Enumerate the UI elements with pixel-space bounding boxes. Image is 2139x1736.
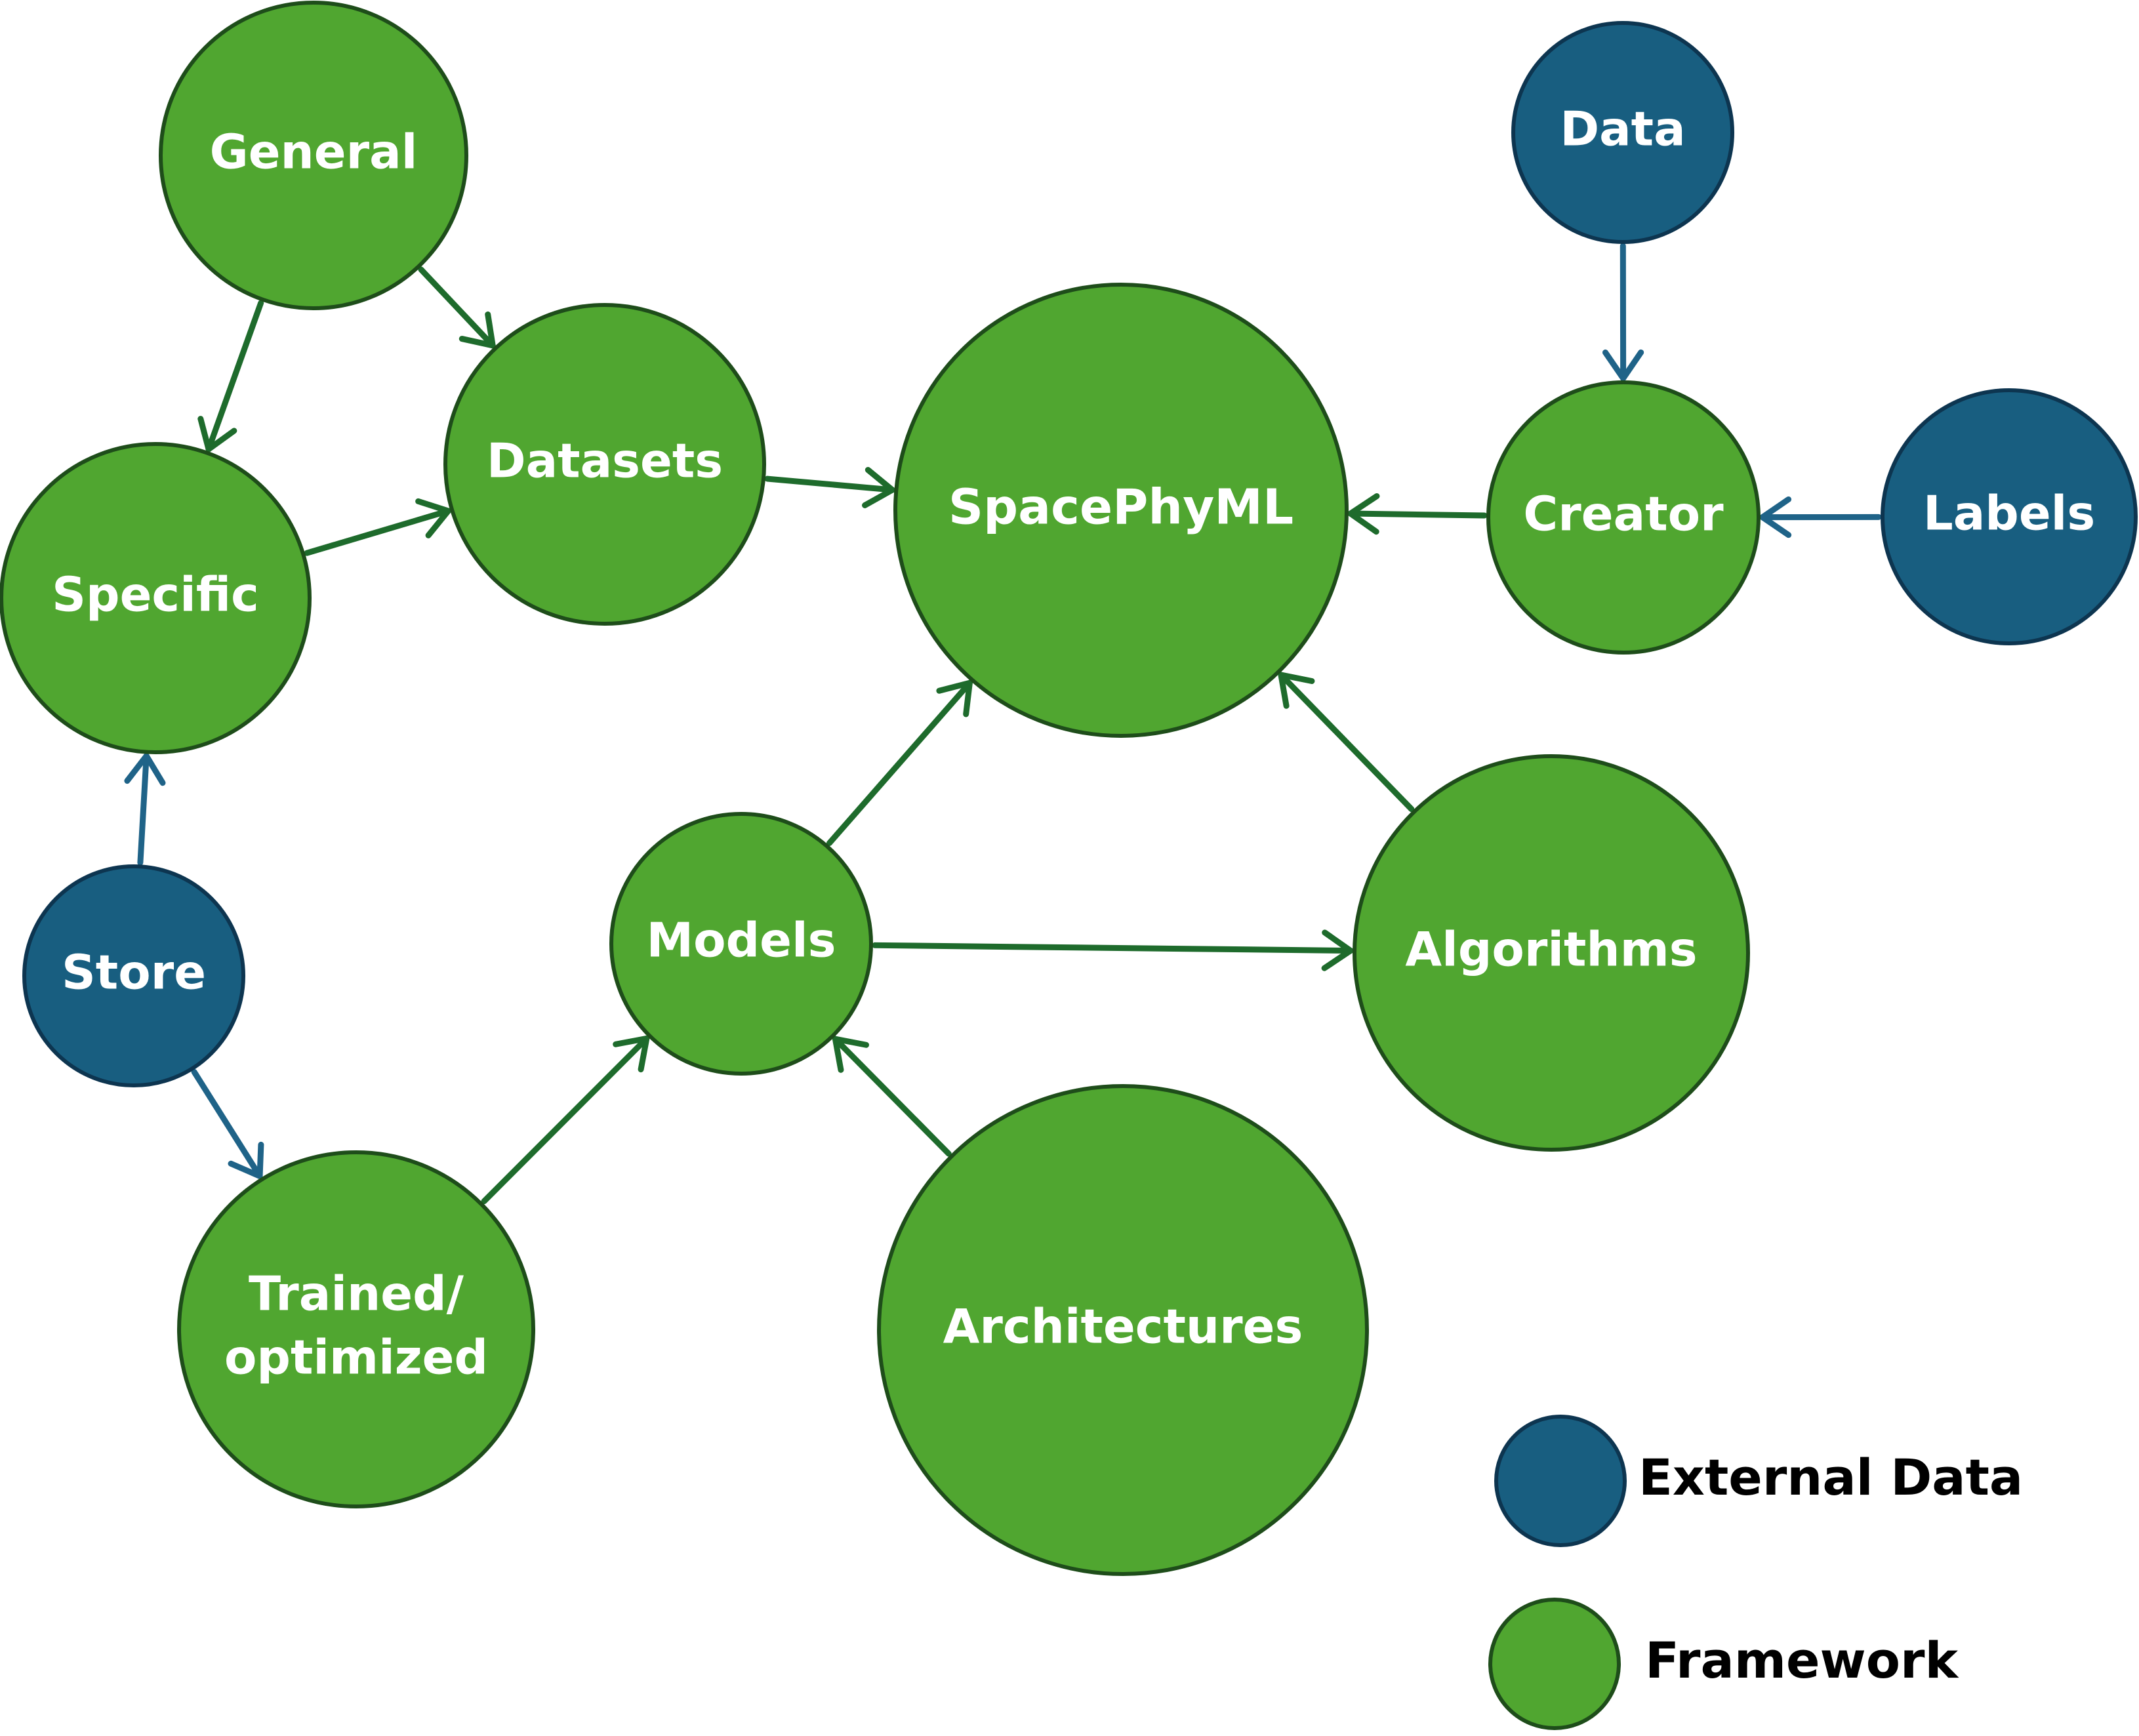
node-algorithms: Algorithms	[1353, 754, 1750, 1152]
edge-line	[418, 266, 496, 349]
legend-framework-label: Framework	[1645, 1631, 1959, 1689]
node-creator-label: Creator	[1523, 487, 1724, 542]
node-algorithms-label: Algorithms	[1405, 922, 1697, 977]
edge-arrowhead	[197, 416, 237, 453]
node-general: General	[159, 1, 468, 310]
node-trained-circle	[177, 1150, 535, 1508]
node-spacephyml-circle	[893, 283, 1349, 738]
node-general-circle	[159, 1, 468, 310]
edge-arrowhead	[1602, 349, 1644, 382]
edge-data-to-creator	[1602, 243, 1644, 382]
legend: External Data Framework	[1488, 1415, 2023, 1730]
node-specific-circle	[0, 442, 312, 754]
edge-specific-to-datasets	[304, 498, 451, 556]
node-spacephyml-label: SpacePhyML	[948, 479, 1294, 536]
edge-arrowhead	[1321, 929, 1354, 971]
edge-layer	[124, 243, 1882, 1205]
node-trained-label-line1: Trained/	[249, 1266, 464, 1322]
node-labels-label: Labels	[1923, 486, 2095, 541]
node-architectures-label: Architectures	[943, 1299, 1303, 1354]
edge-line	[1347, 510, 1488, 519]
edge-architectures-to-models	[832, 1036, 952, 1157]
edge-store-to-specific	[124, 753, 166, 866]
edge-arrowhead	[458, 311, 496, 349]
node-models-label: Models	[646, 913, 836, 968]
edge-arrowhead	[936, 679, 973, 717]
edge-line	[826, 679, 973, 847]
legend-external-label: External Data	[1639, 1448, 2023, 1506]
legend-external-swatch	[1494, 1415, 1627, 1547]
edge-line	[764, 475, 895, 493]
node-trained: Trained/ optimized	[177, 1150, 535, 1508]
edge-arrowhead	[1759, 496, 1792, 538]
edge-models-to-algorithms	[872, 929, 1354, 971]
edge-line	[304, 508, 451, 556]
edge-line	[481, 1035, 650, 1205]
edge-creator-to-spacephyml	[1347, 493, 1488, 535]
node-creator: Creator	[1486, 380, 1761, 655]
edge-arrowhead	[228, 1141, 264, 1179]
edge-line	[205, 300, 264, 453]
edge-arrowhead	[1347, 493, 1380, 535]
edge-arrowhead	[832, 1036, 870, 1073]
node-specific: Specific	[0, 442, 312, 754]
edge-line	[1278, 672, 1415, 813]
node-models: Models	[609, 812, 873, 1076]
edge-arrowhead	[862, 466, 895, 508]
edge-general-to-specific	[197, 300, 264, 453]
node-data: Data	[1511, 21, 1734, 244]
node-layer: General Datasets Specific SpacePhyML Dat…	[0, 1, 2138, 1576]
edge-store-to-trained	[191, 1068, 264, 1179]
edge-arrowhead	[124, 753, 166, 786]
node-creator-circle	[1486, 380, 1761, 655]
node-store: Store	[22, 864, 245, 1087]
node-datasets: Datasets	[443, 303, 766, 626]
edge-labels-to-creator	[1759, 496, 1882, 538]
node-architectures-circle	[877, 1084, 1369, 1576]
node-store-circle	[22, 864, 245, 1087]
node-architectures: Architectures	[877, 1084, 1369, 1576]
edge-arrowhead	[613, 1035, 650, 1073]
edge-algorithms-to-spacephyml	[1278, 672, 1415, 813]
edge-line	[137, 753, 150, 866]
node-general-label: General	[210, 125, 418, 180]
node-datasets-circle	[443, 303, 766, 626]
edge-line	[872, 942, 1354, 954]
node-labels-circle	[1881, 388, 2138, 645]
node-algorithms-circle	[1353, 754, 1750, 1152]
edge-general-to-datasets	[418, 266, 496, 349]
edge-line	[191, 1068, 263, 1179]
edge-trained-to-models	[481, 1035, 650, 1205]
node-trained-label-line2: optimized	[224, 1330, 488, 1385]
node-specific-label: Specific	[52, 567, 259, 622]
edge-datasets-to-spacephyml	[764, 466, 895, 508]
node-data-label: Data	[1560, 102, 1685, 157]
node-store-label: Store	[62, 945, 206, 1000]
edge-line	[832, 1036, 952, 1157]
node-labels: Labels	[1881, 388, 2138, 645]
node-models-circle	[609, 812, 873, 1076]
node-datasets-label: Datasets	[487, 434, 723, 489]
legend-framework-swatch	[1488, 1598, 1621, 1730]
edge-arrowhead	[1278, 672, 1315, 709]
node-spacephyml: SpacePhyML	[893, 283, 1349, 738]
edge-models-to-spacephyml	[826, 679, 973, 847]
edge-arrowhead	[415, 498, 451, 538]
node-data-circle	[1511, 21, 1734, 244]
